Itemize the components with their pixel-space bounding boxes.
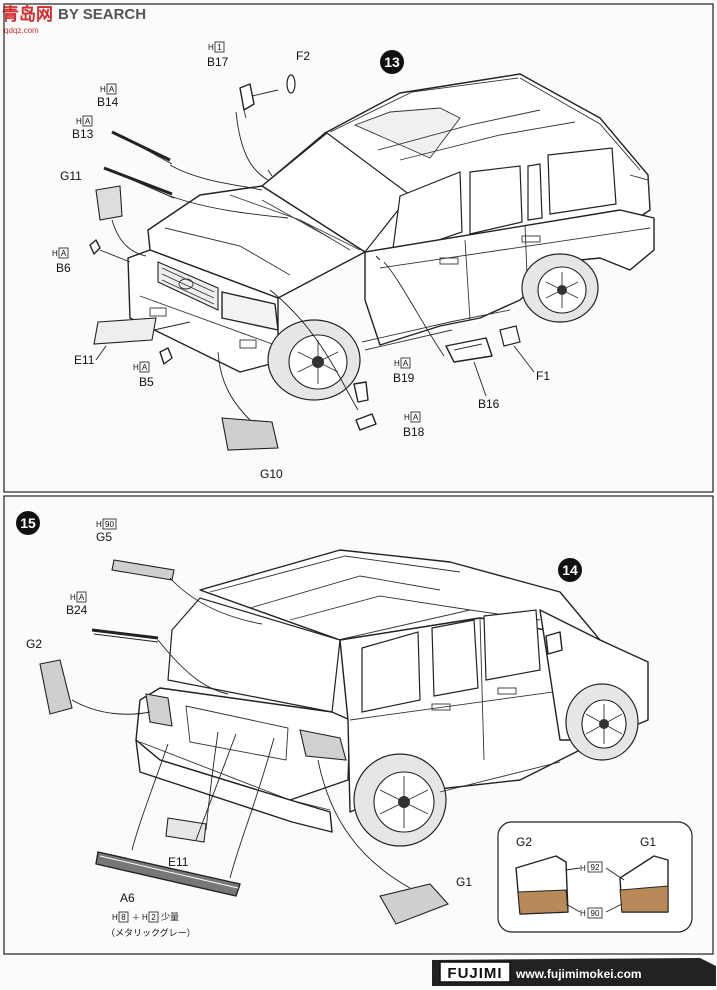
step-14-badge: 14 <box>558 558 582 582</box>
b18-paint: A <box>413 413 419 422</box>
label-f1: F1 <box>536 369 550 383</box>
label-a6: A6 <box>120 891 135 905</box>
label-b16: B16 <box>478 397 500 411</box>
watermark-cn: 青岛网 <box>2 4 53 24</box>
step-15-leaders <box>71 577 411 889</box>
label-b6: B6 <box>56 261 71 275</box>
part-b5 <box>159 347 173 365</box>
label-b13: B13 <box>72 127 94 141</box>
step-13-leaders <box>111 111 445 421</box>
step-15-number: 15 <box>20 515 36 531</box>
h-mark: H <box>580 864 586 873</box>
label-b19: B19 <box>393 371 415 385</box>
suv-front-three-quarter <box>127 73 655 401</box>
inset-label-g2: G2 <box>516 835 532 849</box>
g5-paint: 90 <box>105 520 114 529</box>
b13-paint: A <box>85 117 91 126</box>
brand-url: www.fujimimokei.com <box>515 967 642 981</box>
label-e11: E11 <box>168 855 189 869</box>
b17-paint: 1 <box>217 43 222 52</box>
h-mark: H <box>208 43 214 52</box>
part-g11-lens <box>95 185 123 221</box>
part-b14-wiper <box>111 130 173 165</box>
part-b6-lamp <box>89 239 131 263</box>
part-f2-glass <box>286 74 296 94</box>
step-15-labels: H 90 G5 H A B24 G2 E11 A6 H 8 ＋ H 2 少量 （… <box>26 518 472 938</box>
h-mark: H <box>76 117 82 126</box>
h-mark: H <box>133 363 139 372</box>
h-mark: H <box>70 593 76 602</box>
label-b5: B5 <box>139 375 154 389</box>
b19-paint: A <box>403 359 409 368</box>
step-14-number: 14 <box>562 562 578 578</box>
part-g1-tail-lamp <box>379 883 449 925</box>
svg-text:＋: ＋ <box>132 913 140 922</box>
part-b13-wiper <box>103 166 175 199</box>
part-b17-mirror <box>239 83 279 119</box>
tail-lamp-inset: G2 G1 H 92 H 90 <box>497 821 693 933</box>
a6-paint-a: 8 <box>121 913 126 922</box>
a6-paint-b: 2 <box>151 913 156 922</box>
label-b24: B24 <box>66 603 88 617</box>
label-b17: B17 <box>207 55 229 69</box>
part-b19 <box>353 381 369 403</box>
step-13-panel <box>3 3 714 493</box>
inset-paint-bottom: 90 <box>591 909 600 918</box>
label-g1: G1 <box>456 875 472 889</box>
b14-paint: A <box>109 85 115 94</box>
label-e11: E11 <box>74 353 95 367</box>
step-13-number: 13 <box>384 54 400 70</box>
watermark-url: qdqz.com <box>4 26 39 35</box>
b6-paint: A <box>61 249 67 258</box>
h-mark: H <box>100 85 106 94</box>
a6-note-suffix: 少量 <box>161 912 179 922</box>
h-mark: H <box>96 520 102 529</box>
label-f2: F2 <box>296 49 310 63</box>
label-g5: G5 <box>96 530 112 544</box>
a6-color-note: （メタリックグレー） <box>106 927 196 938</box>
h-mark: H <box>404 413 410 422</box>
label-b18: B18 <box>403 425 425 439</box>
suv-rear-three-quarter <box>135 549 649 847</box>
b24-paint: A <box>79 593 85 602</box>
watermark: 青岛网 BY SEARCH qdqz.com <box>0 0 160 35</box>
watermark-en: BY SEARCH <box>58 6 146 23</box>
h-mark: H <box>142 913 148 922</box>
step-13-badge: 13 <box>380 50 404 74</box>
part-b16-mirror <box>445 337 493 363</box>
h-mark: H <box>112 913 118 922</box>
footer: FUJIMI www.fujimimokei.com <box>432 958 716 986</box>
b5-paint: A <box>142 363 148 372</box>
part-e11-plate <box>93 317 157 345</box>
label-g11: G11 <box>60 169 82 183</box>
part-b24-wiper <box>91 628 159 643</box>
step-15-panel <box>3 495 714 955</box>
inset-paint-top: 92 <box>591 863 600 872</box>
h-mark: H <box>52 249 58 258</box>
part-g10-lens <box>221 417 279 451</box>
label-b14: B14 <box>97 95 119 109</box>
step-13-labels: H 1 B17 F2 H A B14 H A B13 G11 H A B6 E1… <box>52 41 550 481</box>
brand-logo: FUJIMI <box>447 965 502 982</box>
inset-label-g1: G1 <box>640 835 656 849</box>
label-g10: G10 <box>260 467 283 481</box>
h-mark: H <box>580 909 586 918</box>
label-g2: G2 <box>26 637 42 651</box>
part-f1-glass <box>499 325 521 347</box>
part-g5-brake-light <box>111 559 175 581</box>
part-g2-tail-lamp <box>39 659 73 715</box>
h-mark: H <box>394 359 400 368</box>
part-b18 <box>355 413 377 431</box>
part-e11-rear-plate <box>165 817 207 843</box>
step-15-badge: 15 <box>16 511 40 535</box>
